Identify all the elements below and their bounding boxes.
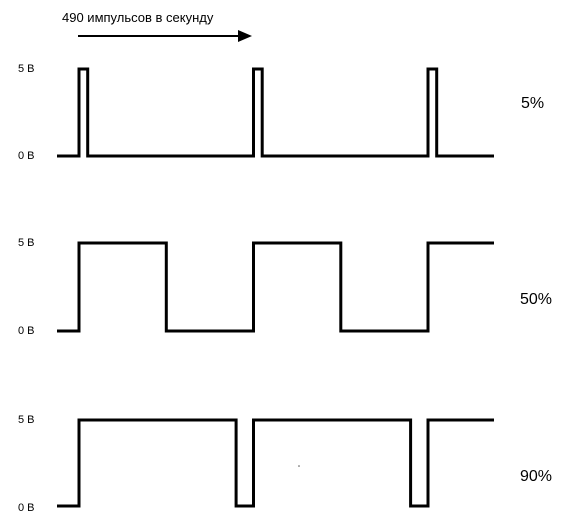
high-voltage-label: 5 В	[18, 63, 35, 75]
low-voltage-label: 0 В	[18, 150, 35, 162]
duty-cycle-label: 90%	[520, 468, 552, 485]
period-arrow	[78, 30, 252, 42]
frequency-label: 490 импульсов в секунду	[62, 10, 214, 25]
low-voltage-label: 0 В	[18, 502, 35, 514]
duty-cycle-label: 5%	[521, 95, 544, 112]
pwm-signal-trace	[57, 418, 494, 508]
high-voltage-label: 5 В	[18, 237, 35, 249]
pwm-signal-trace	[57, 67, 494, 158]
pwm-signal-trace	[57, 241, 494, 333]
period-arrow-head	[238, 30, 252, 42]
high-voltage-label: 5 В	[18, 414, 35, 426]
duty-cycle-label: 50%	[520, 291, 552, 308]
waveform-5-percent: 5 В 0 В 5%	[18, 63, 544, 162]
waveform-50-percent: 5 В 0 В 50%	[18, 237, 552, 337]
waveform-90-percent: 5 В 0 В 90%	[18, 414, 552, 514]
low-voltage-label: 0 В	[18, 325, 35, 337]
stray-dot	[298, 465, 300, 467]
